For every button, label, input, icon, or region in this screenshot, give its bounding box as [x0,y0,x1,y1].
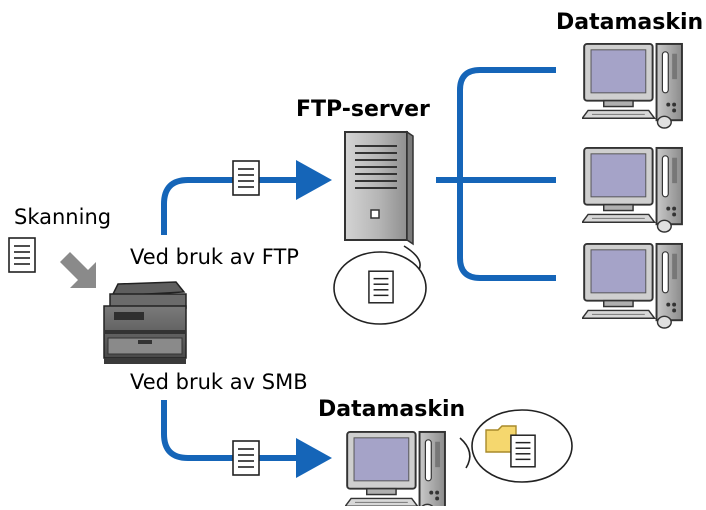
document-icon-scan [8,237,36,273]
network-bus-lines [436,67,556,281]
desktop-computer-icon-2 [582,146,683,234]
document-icon-stored-smb [510,434,536,468]
document-icon-stored-ftp [368,270,394,304]
scan-arrow-icon [60,252,96,288]
document-icon-ftp [232,160,260,196]
smb-connection-line [161,400,300,461]
computer-label-bottom: Datamaskin [318,397,466,422]
via-ftp-label: Ved bruk av FTP [130,245,299,269]
ftp-arrowhead [296,160,332,200]
ftp-connection-line [161,177,300,235]
multifunction-printer-icon [103,281,187,364]
desktop-computer-icon-1 [582,42,683,130]
scan-label: Skanning [14,205,112,229]
desktop-computer-icon-3 [582,242,683,330]
ftp-server-tower-icon [344,130,414,246]
desktop-computer-icon-smb [345,430,446,510]
document-icon-smb [232,440,260,476]
folder-icon [485,425,517,453]
smb-arrowhead [296,438,332,478]
via-smb-label: Ved bruk av SMB [130,370,308,394]
ftp-server-label: FTP-server [296,97,430,122]
computer-label-top: Datamaskin [556,10,704,35]
